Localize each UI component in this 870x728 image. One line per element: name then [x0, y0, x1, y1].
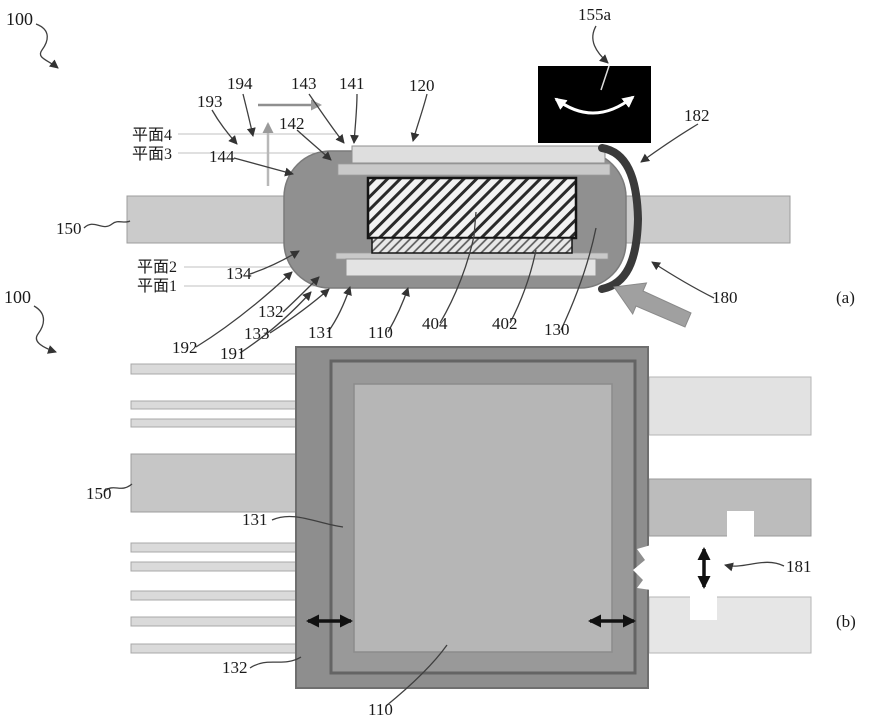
label-110a: 110: [368, 323, 393, 342]
label-plane2: 平面2: [137, 259, 177, 276]
view-a-cross-section: 100 155a 194 193 144 142 143 141 120 平面4…: [6, 5, 855, 363]
label-180: 180: [712, 288, 738, 307]
view-a-tag: (a): [836, 288, 855, 307]
die-pad-110-b: [353, 383, 613, 653]
leader-155a: [592, 25, 609, 64]
label-182: 182: [684, 106, 710, 125]
die-404-hatched: [366, 176, 578, 240]
leader-133: [269, 288, 330, 334]
leader-141: [350, 93, 360, 144]
left-lead-b-8: [130, 643, 298, 654]
label-100b: 100: [4, 287, 31, 307]
left-lead-b-7: [130, 616, 298, 627]
left-lead-b-4: [130, 542, 298, 553]
leader-144: [233, 157, 294, 177]
label-131a: 131: [308, 323, 334, 342]
leader-191: [239, 291, 312, 354]
view-b-tag: (b): [836, 612, 856, 631]
view-b-plan: 100 150 131 132 110 181 (b): [4, 287, 856, 719]
label-120: 120: [409, 76, 435, 95]
leader-180: [651, 261, 715, 299]
label-141: 141: [339, 74, 365, 93]
leader-110a: [387, 287, 410, 333]
label-plane1: 平面1: [137, 278, 177, 295]
label-133: 133: [244, 324, 270, 343]
label-132a: 132: [258, 302, 284, 321]
label-194: 194: [227, 74, 253, 93]
leader-142: [296, 129, 332, 161]
curved-double-arrow-icon: [554, 95, 635, 115]
right-lead-cutout-1: [727, 511, 754, 537]
leader-110b: [385, 644, 448, 707]
leader-120: [410, 93, 428, 142]
leader-182: [640, 123, 699, 163]
right-lead-b-3: [648, 596, 812, 654]
label-193: 193: [197, 92, 223, 111]
leader-132b: [249, 656, 302, 669]
leader-192: [195, 271, 293, 348]
label-132b: 132: [222, 658, 248, 677]
leader-150b: [103, 483, 133, 493]
label-plane4: 平面4: [132, 127, 172, 144]
label-155a: 155a: [578, 5, 612, 24]
left-lead-b-5: [130, 561, 298, 572]
left-lead-b-1: [130, 363, 298, 375]
leader-132a: [282, 276, 320, 313]
label-134: 134: [226, 264, 252, 283]
label-131b: 131: [242, 510, 268, 529]
right-lead-a: [617, 195, 791, 244]
label-150b: 150: [86, 484, 112, 503]
right-lead-cutout-2: [690, 594, 717, 620]
body-edge-notch: [633, 545, 651, 590]
inset-pointer-line: [600, 65, 610, 91]
leader-100a: [35, 23, 59, 69]
label-130: 130: [544, 320, 570, 339]
bottom-plate-131: [345, 258, 597, 277]
label-192: 192: [172, 338, 198, 357]
label-110b: 110: [368, 700, 393, 719]
label-191: 191: [220, 344, 246, 363]
label-181b: 181: [786, 557, 812, 576]
top-plate-120: [351, 145, 606, 164]
label-143: 143: [291, 74, 317, 93]
label-402: 402: [492, 314, 518, 333]
leader-143: [308, 93, 345, 144]
right-lead-b-1: [648, 376, 812, 436]
label-100a: 100: [6, 9, 33, 29]
label-144: 144: [209, 147, 235, 166]
wide-lead-150-b: [130, 453, 298, 513]
inset-box-155a: [538, 66, 651, 143]
leader-100b: [33, 305, 57, 354]
left-lead-b-3: [130, 418, 298, 428]
leader-150a: [83, 220, 131, 229]
label-404: 404: [422, 314, 448, 333]
leader-404: [439, 211, 477, 324]
label-150a: 150: [56, 219, 82, 238]
upper-inner-layer: [337, 163, 611, 176]
leader-402: [509, 249, 537, 324]
insertion-direction-arrow-icon: [613, 282, 692, 328]
label-142: 142: [279, 114, 305, 133]
leader-131a: [327, 286, 352, 333]
leader-130: [560, 227, 597, 331]
label-plane3: 平面3: [132, 146, 172, 163]
left-lead-b-6: [130, 590, 298, 601]
left-lead-a: [126, 195, 300, 244]
clip-180-182: [598, 144, 643, 293]
left-lead-b-2: [130, 400, 298, 410]
leader-181b: [724, 561, 785, 572]
leader-194: [242, 93, 256, 137]
leader-131b: [271, 515, 344, 528]
leader-193: [211, 109, 238, 145]
lower-inner-layer: [335, 252, 609, 260]
leader-134: [249, 250, 300, 275]
